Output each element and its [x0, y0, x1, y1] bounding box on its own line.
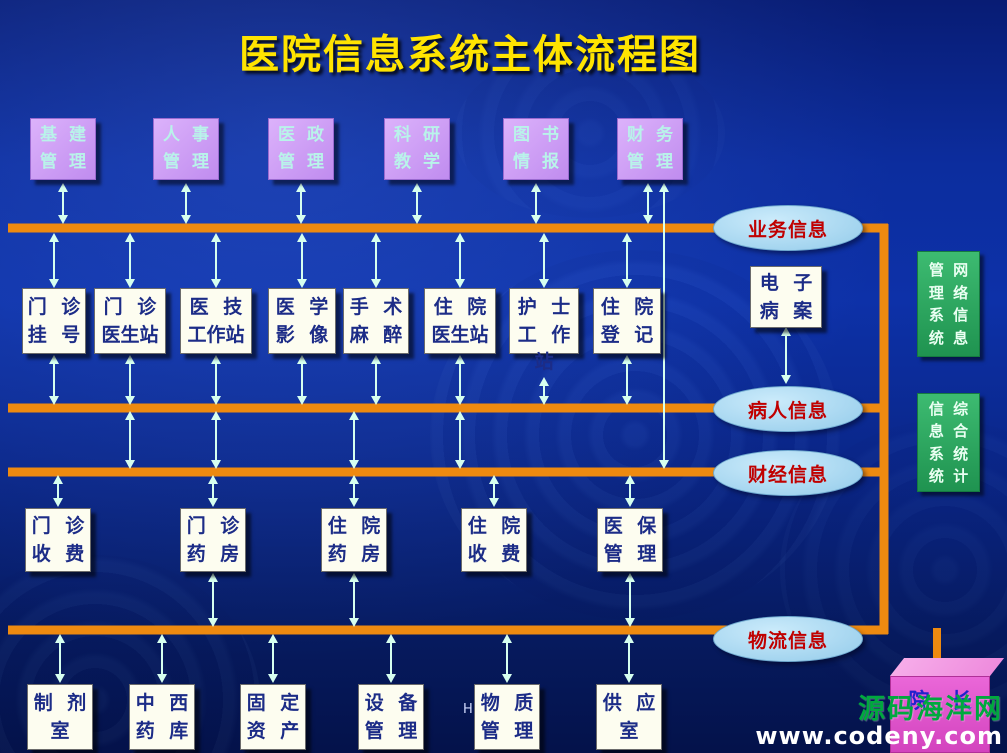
node-inpatient-billing: 住 院 收 费	[461, 508, 527, 572]
node-infrastructure-mgmt: 基 建 管 理	[30, 118, 96, 180]
bus-label-finance-info: 财经信息	[713, 450, 863, 496]
watermark-site-url: www.codeny.com	[755, 721, 1003, 750]
node-medical-admin: 医 政 管 理	[268, 118, 334, 180]
bus-label-logistics-info: 物流信息	[713, 616, 863, 662]
node-material-mgmt: 物 质 管 理	[474, 684, 540, 750]
node-supply-room: 供 应 室	[596, 684, 662, 750]
node-inpatient-pharmacy: 住 院 药 房	[321, 508, 387, 572]
node-electronic-medical-record: 电 子 病 案	[750, 266, 822, 328]
watermark: 源码海洋网 www.codeny.com	[755, 696, 1003, 748]
footer-stray-text: H	[463, 702, 473, 717]
node-research-teaching: 科 研 教 学	[384, 118, 450, 180]
node-library-info: 图 书 情 报	[503, 118, 569, 180]
node-medtech-workstation: 医 技 工作站	[180, 288, 252, 354]
node-fixed-assets: 固 定 资 产	[240, 684, 306, 750]
node-medical-imaging: 医 学 影 像	[268, 288, 336, 354]
node-outpatient-doctor-station: 门 诊 医生站	[94, 288, 166, 354]
node-outpatient-pharmacy: 门 诊 药 房	[180, 508, 246, 572]
node-dispensary-room: 制 剂 室	[27, 684, 93, 750]
bus-label-patient-info: 病人信息	[713, 386, 863, 432]
node-director: 院 长	[884, 658, 1005, 753]
flow-arrows	[49, 183, 791, 683]
node-outpatient-registration: 门 诊 挂 号	[22, 288, 86, 354]
node-insurance-mgmt: 医 保 管 理	[597, 508, 663, 572]
page-title: 医院信息系统主体流程图	[239, 32, 701, 78]
node-inpatient-admission: 住 院 登 记	[593, 288, 661, 354]
node-inpatient-doctor-station: 住 院 医生站	[424, 288, 496, 354]
node-nurse-workstation: 护 士 工 作 站	[509, 288, 579, 373]
node-outpatient-billing: 门 诊 收 费	[25, 508, 91, 572]
node-comprehensive-stats-system: 信 综 息 合 系 统 统 计	[917, 393, 980, 492]
node-finance-mgmt: 财 务 管 理	[617, 118, 683, 180]
node-hr-mgmt: 人 事 管 理	[153, 118, 219, 180]
watermark-site-name: 源码海洋网	[858, 694, 1003, 725]
node-equipment-mgmt: 设 备 管 理	[358, 684, 424, 750]
node-drug-warehouse: 中 西 药 库	[129, 684, 195, 750]
bus-label-business-info: 业务信息	[713, 205, 863, 251]
director-box-label: 院 长	[890, 676, 990, 753]
node-network-info-mgmt-system: 管 网 理 络 系 信 统 息	[917, 251, 980, 357]
director-box-top-face	[890, 658, 1005, 676]
node-surgery-anesthesia: 手 术 麻 醉	[343, 288, 409, 354]
